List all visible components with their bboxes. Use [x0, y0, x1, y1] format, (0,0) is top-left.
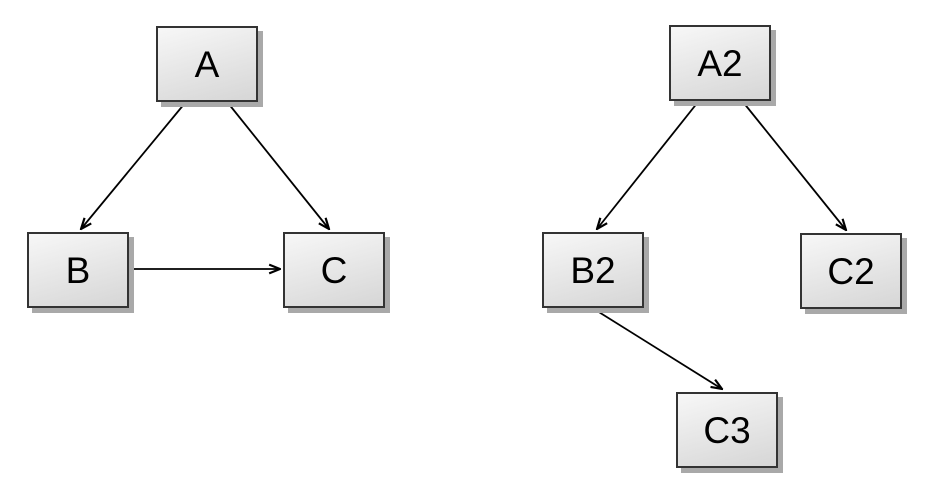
- node-C2[interactable]: C2: [800, 233, 902, 309]
- node-B[interactable]: B: [27, 232, 129, 308]
- node-B2[interactable]: B2: [542, 232, 644, 308]
- edge-A2-B2[interactable]: [597, 101, 699, 229]
- edge-A-B[interactable]: [81, 102, 186, 229]
- node-label: C2: [827, 250, 875, 292]
- edge-A-C[interactable]: [227, 102, 329, 229]
- node-A2[interactable]: A2: [669, 25, 771, 101]
- node-label: A: [194, 43, 220, 85]
- node-label: B2: [570, 249, 616, 291]
- node-label: B: [65, 249, 91, 291]
- edge-A2-C2[interactable]: [742, 101, 846, 230]
- node-label: C: [320, 249, 348, 291]
- node-label: C3: [703, 409, 751, 451]
- node-A[interactable]: A: [156, 26, 258, 102]
- node-C[interactable]: C: [283, 232, 385, 308]
- edge-B2-C3[interactable]: [593, 308, 722, 389]
- node-label: A2: [697, 42, 743, 84]
- node-C3[interactable]: C3: [676, 392, 778, 468]
